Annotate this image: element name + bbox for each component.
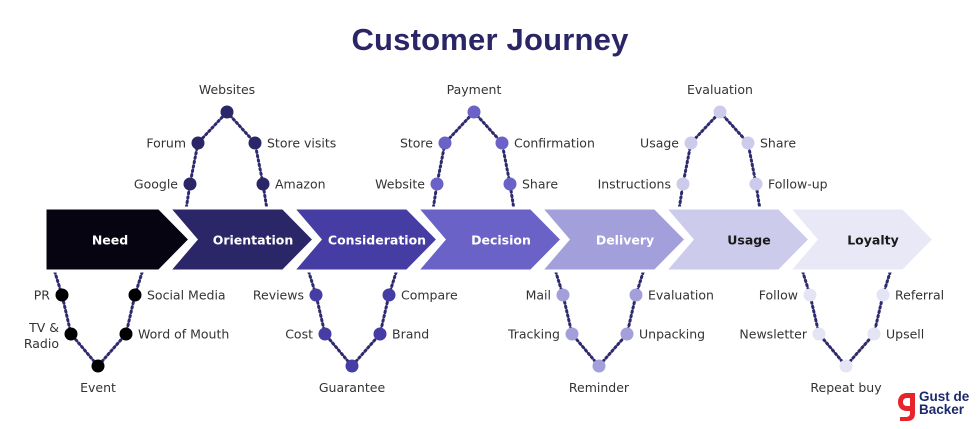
touchpoint-label: Mail bbox=[526, 288, 551, 303]
stage-label-loyalty: Loyalty bbox=[847, 233, 899, 248]
touchpoint-node bbox=[467, 105, 481, 119]
touchpoint-node bbox=[438, 136, 452, 150]
touchpoint-node bbox=[867, 327, 881, 341]
touchpoint-label: Reviews bbox=[253, 288, 304, 303]
touchpoint-node bbox=[839, 359, 853, 373]
touchpoint-node bbox=[373, 327, 387, 341]
touchpoint-label: Social Media bbox=[147, 288, 226, 303]
connector-line-consideration bbox=[304, 261, 401, 369]
touchpoint-node bbox=[676, 177, 690, 191]
stage-chevron-consideration bbox=[289, 206, 441, 273]
touchpoint-label: TV &Radio bbox=[24, 320, 59, 351]
touchpoint-node bbox=[741, 136, 755, 150]
touchpoint-node bbox=[713, 105, 727, 119]
touchpoint-label: Usage bbox=[640, 136, 679, 151]
touchpoint-label: Brand bbox=[392, 327, 429, 342]
touchpoint-label: Follow bbox=[759, 288, 798, 303]
touchpoint-node bbox=[91, 359, 105, 373]
connector-line-usage bbox=[676, 109, 763, 218]
touchpoint-node bbox=[183, 177, 197, 191]
touchpoint-node bbox=[629, 288, 643, 302]
page-title: Customer Journey bbox=[351, 22, 629, 57]
touchpoint-label: Website bbox=[375, 177, 425, 192]
touchpoint-node bbox=[565, 327, 579, 341]
touchpoint-label: Google bbox=[134, 177, 178, 192]
touchpoint-label: Tracking bbox=[507, 327, 560, 342]
touchpoint-node bbox=[684, 136, 698, 150]
touchpoint-node bbox=[191, 136, 205, 150]
touchpoint-label: Unpacking bbox=[639, 327, 705, 342]
stage-chevron-decision bbox=[413, 206, 565, 273]
touchpoint-node bbox=[128, 288, 142, 302]
touchpoint-label: Referral bbox=[895, 288, 944, 303]
touchpoint-node bbox=[495, 136, 509, 150]
touchpoint-node bbox=[309, 288, 323, 302]
touchpoint-label: Websites bbox=[199, 82, 255, 97]
touchpoint-node bbox=[556, 288, 570, 302]
stage-label-orientation: Orientation bbox=[213, 233, 294, 248]
touchpoint-node bbox=[55, 288, 69, 302]
connector-line-orientation bbox=[183, 109, 270, 218]
touchpoint-label: PR bbox=[34, 288, 51, 303]
touchpoint-label: Follow-up bbox=[768, 177, 828, 192]
stage-label-need: Need bbox=[92, 233, 128, 248]
touchpoint-node bbox=[318, 327, 332, 341]
touchpoint-label: Word of Mouth bbox=[138, 327, 229, 342]
stage-chevron-usage bbox=[661, 206, 813, 273]
stage-chevron-need bbox=[43, 206, 193, 273]
touchpoint-label: Event bbox=[80, 380, 116, 395]
touchpoint-node bbox=[382, 288, 396, 302]
touchpoint-label: Upsell bbox=[886, 327, 924, 342]
logo-line-2: Backer bbox=[919, 402, 965, 417]
touchpoint-label: Evaluation bbox=[648, 288, 714, 303]
touchpoint-label: Store visits bbox=[267, 136, 336, 151]
stage-label-usage: Usage bbox=[727, 233, 770, 248]
stage-label-consideration: Consideration bbox=[328, 233, 426, 248]
touchpoint-label: Payment bbox=[447, 82, 502, 97]
touchpoint-label: Instructions bbox=[598, 177, 671, 192]
touchpoint-label: Store bbox=[400, 136, 433, 151]
stage-label-delivery: Delivery bbox=[596, 233, 654, 248]
touchpoint-label: Newsletter bbox=[739, 327, 807, 342]
touchpoint-node bbox=[256, 177, 270, 191]
touchpoint-label: Share bbox=[760, 136, 796, 151]
connector-line-decision bbox=[430, 109, 517, 218]
touchpoint-nodes bbox=[55, 105, 890, 373]
touchpoint-node bbox=[749, 177, 763, 191]
touchpoint-node bbox=[503, 177, 517, 191]
touchpoint-node bbox=[64, 327, 78, 341]
touchpoint-node bbox=[812, 327, 826, 341]
touchpoint-label: Forum bbox=[146, 136, 186, 151]
touchpoint-label: Repeat buy bbox=[810, 380, 882, 395]
stage-chevron-orientation bbox=[165, 206, 317, 273]
touchpoint-node bbox=[592, 359, 606, 373]
stage-chevrons: Need Orientation Consideration Decision Deli… bbox=[43, 206, 937, 273]
touchpoint-node bbox=[876, 288, 890, 302]
stage-chevron-delivery bbox=[537, 206, 689, 273]
connector-line-need bbox=[50, 261, 147, 369]
stage-chevron-loyalty bbox=[785, 206, 937, 273]
touchpoint-label: Share bbox=[522, 177, 558, 192]
touchpoint-node bbox=[119, 327, 133, 341]
touchpoint-label: Guarantee bbox=[319, 380, 386, 395]
touchpoint-node bbox=[430, 177, 444, 191]
touchpoint-node bbox=[345, 359, 359, 373]
g-letter-icon bbox=[898, 393, 915, 421]
brand-logo: Gust de Backer bbox=[897, 390, 977, 422]
touchpoint-label: Compare bbox=[401, 288, 458, 303]
connector-line-delivery bbox=[551, 261, 648, 369]
touchpoint-node bbox=[803, 288, 817, 302]
touchpoint-node bbox=[620, 327, 634, 341]
touchpoint-node bbox=[220, 105, 234, 119]
touchpoint-node bbox=[248, 136, 262, 150]
touchpoint-label: Evaluation bbox=[687, 82, 753, 97]
connector-line-loyalty bbox=[798, 261, 895, 369]
touchpoint-label: Reminder bbox=[569, 380, 630, 395]
touchpoint-label: Cost bbox=[285, 327, 313, 342]
touchpoint-label: Amazon bbox=[275, 177, 326, 192]
logo-line-1: Gust de bbox=[919, 389, 970, 404]
touchpoint-label: Confirmation bbox=[514, 136, 595, 151]
stage-label-decision: Decision bbox=[471, 233, 531, 248]
